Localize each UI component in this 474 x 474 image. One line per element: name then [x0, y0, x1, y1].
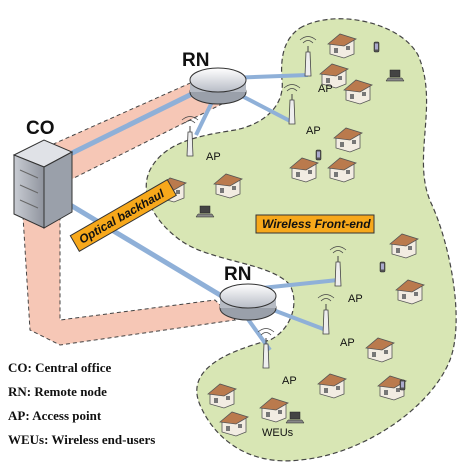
legend-item: WEUs: Wireless end-users	[8, 432, 155, 447]
fiber-co-rn-bottom	[60, 197, 227, 301]
wireless-front-end-label: Wireless Front-end	[262, 217, 371, 231]
phone-icon	[399, 379, 406, 391]
ap-label: AP	[348, 293, 363, 305]
ap-label: AP	[306, 125, 321, 137]
phone-icon	[373, 41, 380, 53]
wireless-front-end-tag	[255, 214, 375, 234]
fiber-co-rn-top	[60, 87, 202, 161]
phone-icon	[379, 261, 386, 273]
rn-top-label: RN	[182, 50, 209, 71]
phone-icon	[315, 149, 322, 161]
ap-label: AP	[340, 337, 355, 349]
rn-bottom-label: RN	[224, 264, 251, 285]
weus-label: WEUs	[262, 427, 294, 439]
legend-item: AP: Access point	[8, 408, 102, 423]
ap-label: AP	[318, 83, 333, 95]
remote-node-bottom-icon	[219, 283, 277, 321]
remote-node-top-icon	[189, 67, 247, 105]
co-label: CO	[26, 118, 55, 139]
fiber-rn-ap-2	[239, 93, 293, 124]
legend: CO: Central office RN: Remote node AP: A…	[8, 360, 155, 447]
ap-label: AP	[206, 151, 221, 163]
central-office-icon	[12, 139, 74, 229]
fiber-rn-ap-4	[261, 278, 339, 290]
ap-label: AP	[282, 375, 297, 387]
legend-item: RN: Remote node	[8, 384, 107, 399]
fiber-rn-ap-3	[194, 101, 214, 136]
legend-item: CO: Central office	[8, 360, 111, 375]
